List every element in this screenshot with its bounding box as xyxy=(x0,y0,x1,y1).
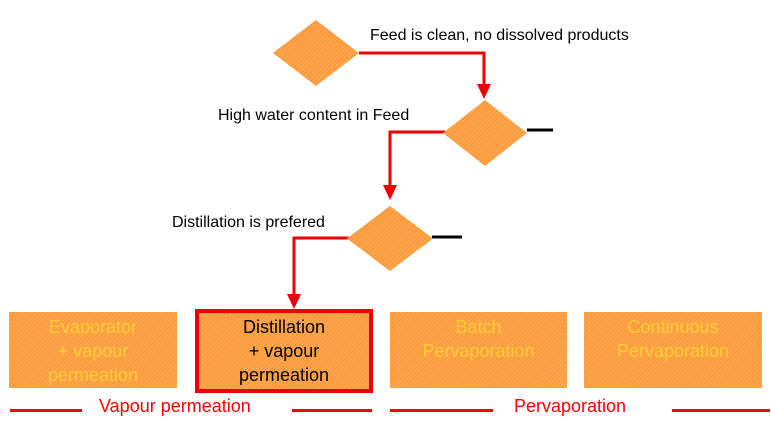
arrow-feed-to-water xyxy=(359,51,486,85)
outcome-box-line: Pervaporation xyxy=(616,341,730,361)
legend-label-vapour-permeation: Vapour permeation xyxy=(99,396,251,416)
legend-label-pervaporation: Pervaporation xyxy=(514,396,627,416)
arrowhead-icon xyxy=(383,185,397,200)
decision-diamond-distillation-prefered xyxy=(347,206,433,271)
outcome-box-line: + vapour xyxy=(57,341,129,361)
decision-diamond-feed-clean xyxy=(273,20,359,86)
legend-line xyxy=(390,409,493,412)
decision-label-high-water: High water content in Feed xyxy=(218,107,410,124)
outcome-box-batch-pervaporation: Batch Pervaporation xyxy=(390,312,567,388)
outcome-box-evaporator-vapour-permeation: Evaporator + vapour permeation xyxy=(9,312,177,388)
outcome-box-line: Continuous xyxy=(627,317,719,337)
arrow-distillation-to-outcome xyxy=(292,236,349,295)
outcome-box-continuous-pervaporation: Continuous Pervaporation xyxy=(584,312,762,388)
legend-line xyxy=(10,409,82,412)
legend-line xyxy=(292,409,372,412)
outcome-box-line: Pervaporation xyxy=(422,341,535,361)
outcome-box-line: permeation xyxy=(238,365,330,385)
legend-line xyxy=(672,409,770,412)
outcome-box-distillation-vapour-permeation-highlighted: Distillation + vapour permeation xyxy=(195,309,373,393)
decision-diamond-high-water xyxy=(443,100,527,166)
decision-label-feed-clean: Feed is clean, no dissolved products xyxy=(370,27,629,44)
arrow-water-to-distillation xyxy=(388,130,445,186)
outcome-box-line: Distillation xyxy=(242,317,326,337)
outcome-box-line: Evaporator xyxy=(48,317,138,337)
decision-label-distillation-prefered: Distillation is prefered xyxy=(172,214,325,231)
outcome-box-line: permeation xyxy=(47,365,139,385)
outcome-box-line: Batch xyxy=(455,317,502,337)
arrowhead-icon xyxy=(287,294,301,309)
arrowhead-icon xyxy=(477,84,491,99)
outcome-box-line: + vapour xyxy=(248,341,320,361)
